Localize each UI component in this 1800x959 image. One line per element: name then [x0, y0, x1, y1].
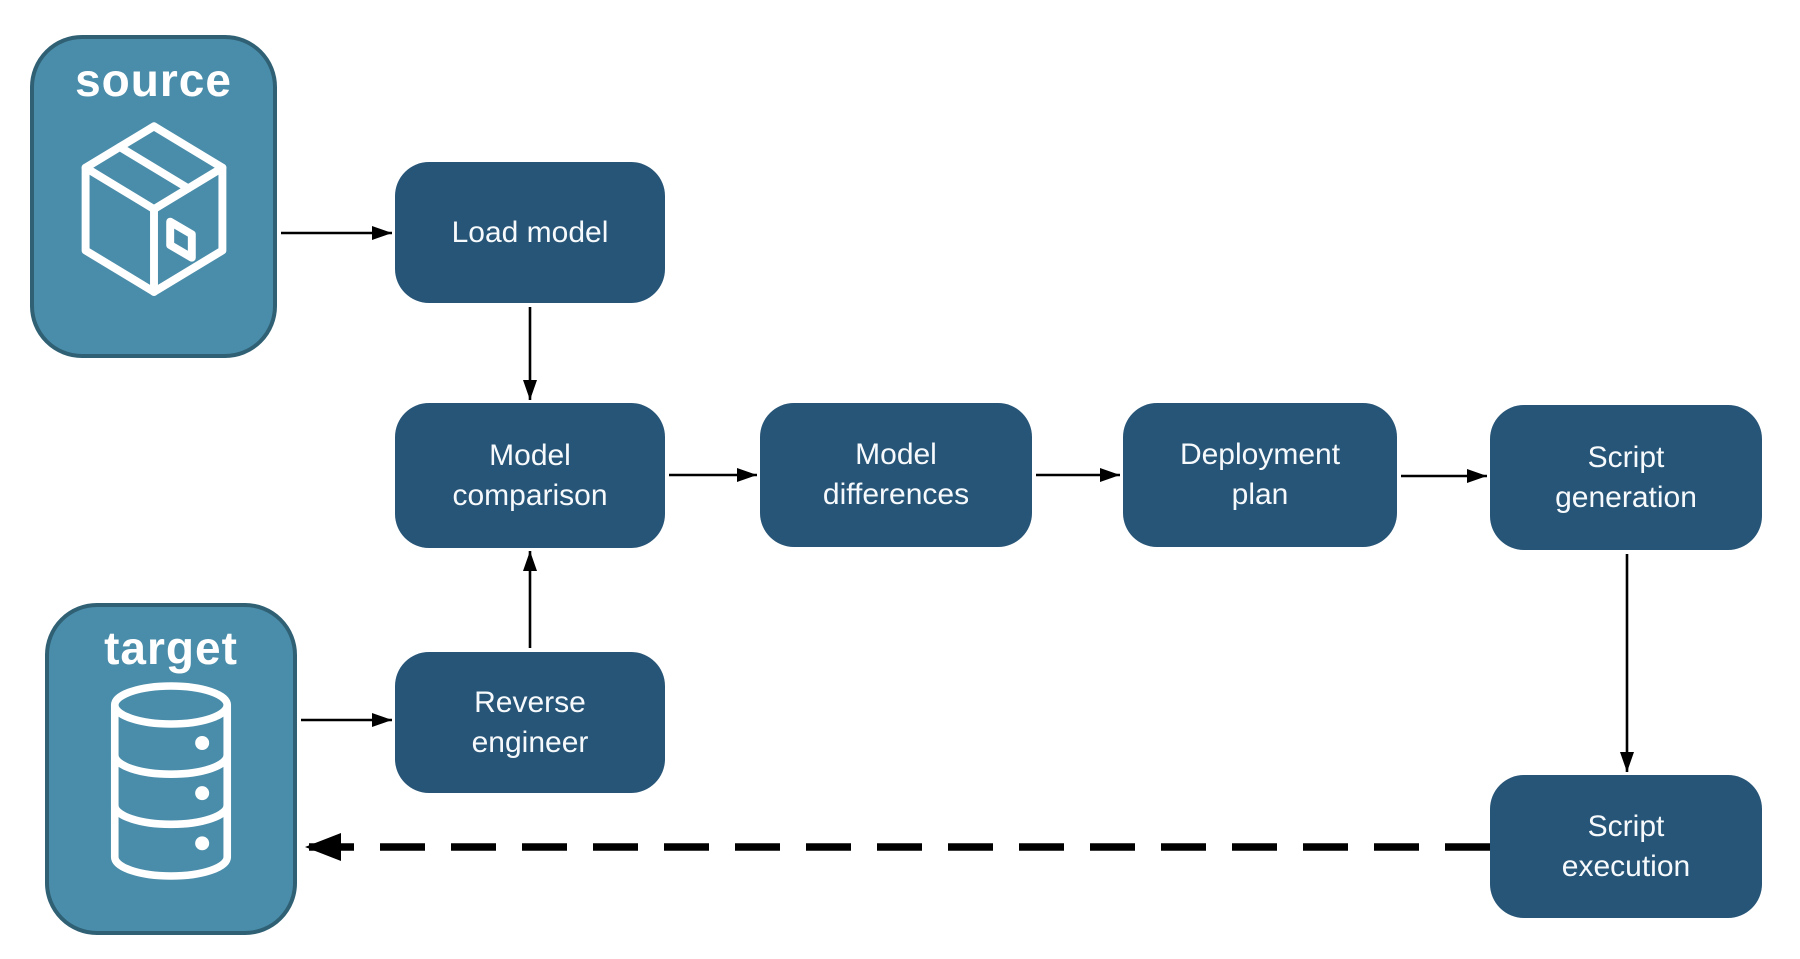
node-label: Reverse — [474, 685, 586, 719]
node-label: Deployment — [1179, 438, 1341, 472]
node-load-model: Load model — [395, 162, 665, 303]
node-label: plan — [1231, 478, 1289, 511]
node-reverse-engineer: Reverse engineer — [395, 652, 665, 793]
node-label: generation — [1555, 480, 1697, 514]
target-label: target — [104, 622, 238, 674]
node-label: Script — [1587, 440, 1665, 474]
node-label: engineer — [471, 725, 589, 759]
node-script-generation: Script generation — [1490, 405, 1762, 550]
node-label: Load model — [451, 215, 609, 249]
source-label: source — [75, 54, 232, 106]
node-deployment-plan: Deployment plan — [1123, 403, 1397, 547]
package-icon — [81, 121, 226, 296]
node-label: Model — [855, 438, 937, 472]
node-label: Script — [1587, 809, 1665, 843]
node-model-comparison: Model comparison — [395, 403, 665, 548]
node-label: Model — [489, 438, 571, 472]
node-script-execution: Script execution — [1490, 775, 1762, 918]
entity-source: source — [30, 35, 277, 358]
node-label: comparison — [452, 478, 608, 512]
node-model-differences: Model differences — [760, 403, 1032, 547]
node-label: differences — [822, 478, 970, 511]
database-icon — [110, 681, 232, 880]
node-label: execution — [1561, 849, 1691, 883]
entity-target: target — [45, 603, 297, 935]
